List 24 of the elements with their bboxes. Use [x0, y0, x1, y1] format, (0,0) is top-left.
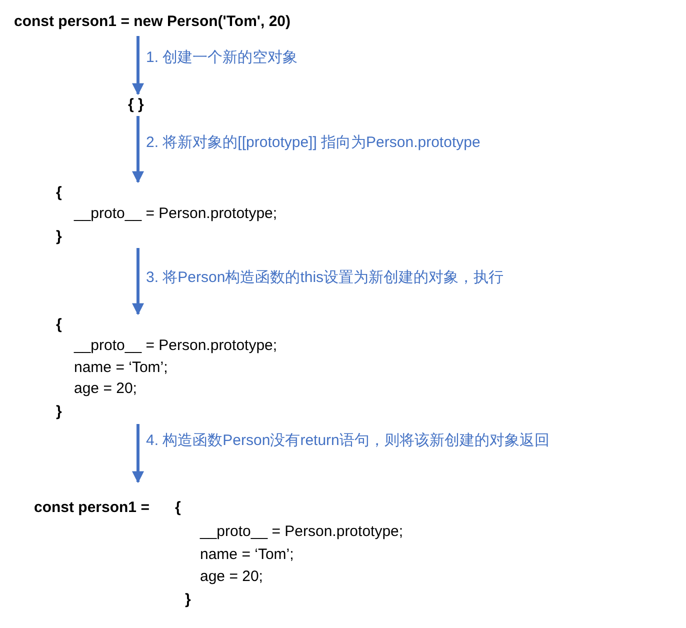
edge-label: 3. 将Person构造函数的this设置为新创建的对象，执行 [146, 269, 504, 287]
code-text: __proto__ = Person.prototype; [200, 523, 404, 541]
code-text: { } [128, 96, 144, 114]
edge-label: 2. 将新对象的[[prototype]] 指向为Person.prototype [146, 134, 480, 152]
code-text: { [175, 499, 181, 517]
code-text: { [56, 184, 62, 202]
code-text: } [56, 403, 62, 421]
arrow [132, 248, 144, 316]
code-text: } [56, 228, 62, 246]
code-text: const person1 = [34, 499, 150, 517]
code-text: const person1 = new Person('Tom', 20) [14, 13, 291, 31]
code-text: __proto__ = Person.prototype; [74, 205, 278, 223]
edge-label: 1. 创建一个新的空对象 [146, 49, 298, 67]
arrow [132, 36, 144, 96]
arrow [132, 116, 144, 184]
code-text: } [185, 591, 191, 609]
code-text: __proto__ = Person.prototype; [74, 337, 278, 355]
code-text: name = ‘Tom’; [200, 546, 294, 564]
code-text: { [56, 316, 62, 334]
code-text: age = 20; [200, 568, 263, 586]
code-text: name = ‘Tom’; [74, 359, 168, 377]
edge-label: 4. 构造函数Person没有return语句，则将该新创建的对象返回 [146, 432, 550, 450]
code-text: age = 20; [74, 380, 137, 398]
arrow [132, 424, 144, 484]
